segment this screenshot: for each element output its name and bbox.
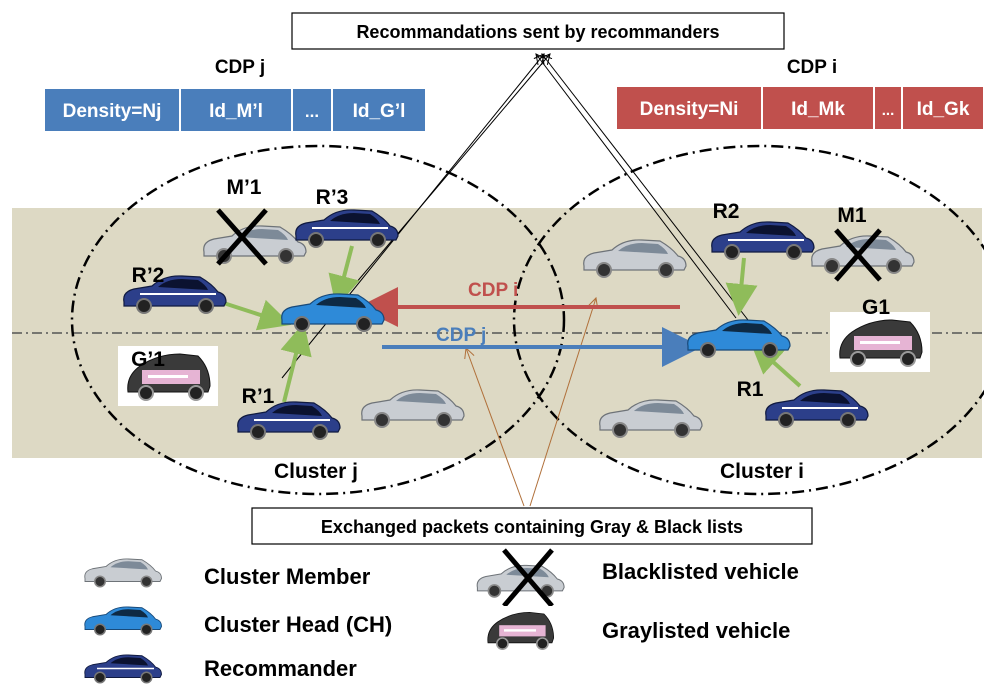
recommendation-title: Recommandations sent by recommanders xyxy=(356,22,719,42)
blacklist-cross-m1p xyxy=(216,208,268,266)
legend-member-text: Cluster Member xyxy=(204,564,371,589)
legend-member-icon xyxy=(84,558,163,588)
cluster-j-ellipse xyxy=(70,144,566,496)
label-r3p: R’3 xyxy=(316,186,349,209)
label-r2p: R’2 xyxy=(132,264,165,287)
recommend-line-right-a xyxy=(536,54,737,319)
cluster-j-label: Cluster j xyxy=(274,460,358,483)
recommendation-title-box xyxy=(291,12,785,50)
label-r2: R2 xyxy=(713,200,740,223)
blacklist-cross-m1 xyxy=(834,228,882,282)
cdp-i-density-text: Density=Ni xyxy=(640,99,739,120)
exchanged-packets-text: Exchanged packets containing Gray & Blac… xyxy=(321,517,743,537)
cdp-j-field-ellipsis xyxy=(291,87,333,133)
cdp-i-gray-text: Id_Gk xyxy=(917,99,970,120)
cdp-i-field-ellipsis xyxy=(873,85,903,131)
exchanged-packets-box xyxy=(251,507,813,545)
legend-recommander-icon xyxy=(84,654,163,684)
cdp-j-arrow-label: CDP j xyxy=(436,325,486,346)
legend-graylisted-text: Graylisted vehicle xyxy=(602,618,790,643)
cdp-j-member-text: Id_M’l xyxy=(209,101,263,122)
legend-blacklisted-text: Blacklisted vehicle xyxy=(602,559,799,584)
legend-head-text: Cluster Head (CH) xyxy=(204,612,392,637)
label-g1: G1 xyxy=(862,296,890,319)
cdp-i-field-density xyxy=(615,85,763,131)
cdp-i-heading: CDP i xyxy=(787,57,837,78)
legend-recommander-text: Recommander xyxy=(204,656,357,681)
recommend-line-left-b xyxy=(349,54,550,291)
cdp-j-packet: Density=Nj Id_M’l ... Id_G’l xyxy=(43,87,427,133)
cdp-j-heading: CDP j xyxy=(215,57,265,78)
label-r1p: R’1 xyxy=(242,385,275,408)
cdp-j-ellipsis-text: ... xyxy=(305,102,319,121)
cdp-i-arrow-label: CDP i xyxy=(468,280,518,301)
label-r1: R1 xyxy=(737,378,764,401)
cdp-j-density-text: Density=Nj xyxy=(63,101,162,122)
cdp-j-gray-text: Id_G’l xyxy=(353,101,406,122)
cdp-i-packet: Density=Ni Id_Mk ... Id_Gk xyxy=(615,85,984,131)
graylisted-vehicle-g1 xyxy=(829,311,931,373)
recommend-line-right-b xyxy=(542,54,749,321)
cdp-i-field-member xyxy=(761,85,875,131)
cluster-i-label: Cluster i xyxy=(720,460,804,483)
legend-head-icon xyxy=(84,606,163,636)
cdp-j-field-gray xyxy=(331,87,427,133)
cdp-i-ellipsis-text: ... xyxy=(882,102,895,119)
cdp-i-member-text: Id_Mk xyxy=(791,99,845,120)
legend-graylisted-icon xyxy=(479,605,561,655)
cdp-j-field-density xyxy=(43,87,181,133)
exchange-line-a xyxy=(466,348,525,507)
label-m1p: M’1 xyxy=(226,176,261,199)
legend: Cluster Member Cluster Head (CH) Recomma… xyxy=(84,548,799,684)
exchange-line-b xyxy=(529,298,596,507)
label-g1p: G’1 xyxy=(131,348,165,371)
legend-blacklist-cross xyxy=(502,548,554,608)
cdp-i-field-gray xyxy=(901,85,984,131)
label-m1: M1 xyxy=(837,204,866,227)
